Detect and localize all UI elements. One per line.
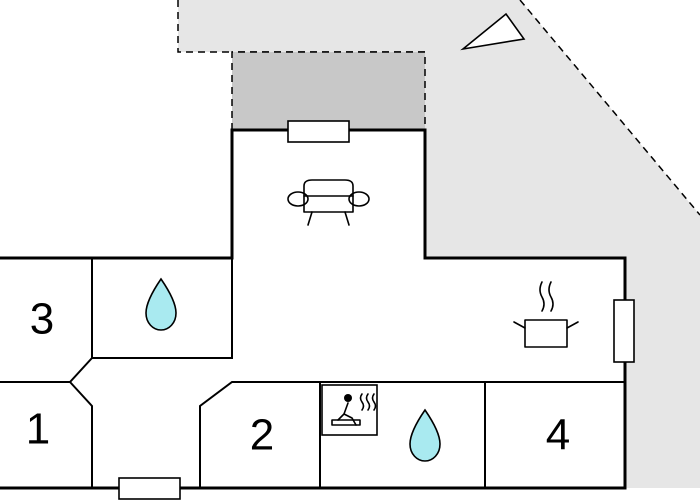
room-1-label: 1 bbox=[26, 405, 50, 454]
room-4-label: 4 bbox=[546, 411, 570, 460]
wall-room2-top bbox=[199, 381, 625, 488]
interior-floor bbox=[0, 130, 625, 488]
wall-room1-right bbox=[69, 381, 93, 488]
covered-terrace-outline bbox=[231, 51, 426, 130]
room-3-label: 3 bbox=[30, 295, 54, 344]
window-bottom bbox=[118, 477, 181, 500]
window-right bbox=[613, 299, 635, 363]
covered-terrace bbox=[232, 52, 425, 130]
outer-wall bbox=[0, 128, 627, 490]
sofa-icon bbox=[287, 179, 370, 226]
sauna-icon bbox=[321, 384, 378, 436]
wall-corridor-top bbox=[69, 357, 93, 383]
water-drop-icon bbox=[145, 277, 177, 331]
water-drop-icon bbox=[409, 408, 441, 462]
cooking-pot-icon bbox=[513, 281, 579, 348]
terrace-dashed-outline-right bbox=[519, 0, 700, 216]
wall-bath-bottom bbox=[92, 258, 233, 359]
window-top bbox=[287, 120, 350, 143]
terrace-dashed-outline bbox=[177, 0, 232, 53]
room-2-label: 2 bbox=[250, 411, 274, 460]
north-arrow-icon bbox=[460, 12, 526, 51]
